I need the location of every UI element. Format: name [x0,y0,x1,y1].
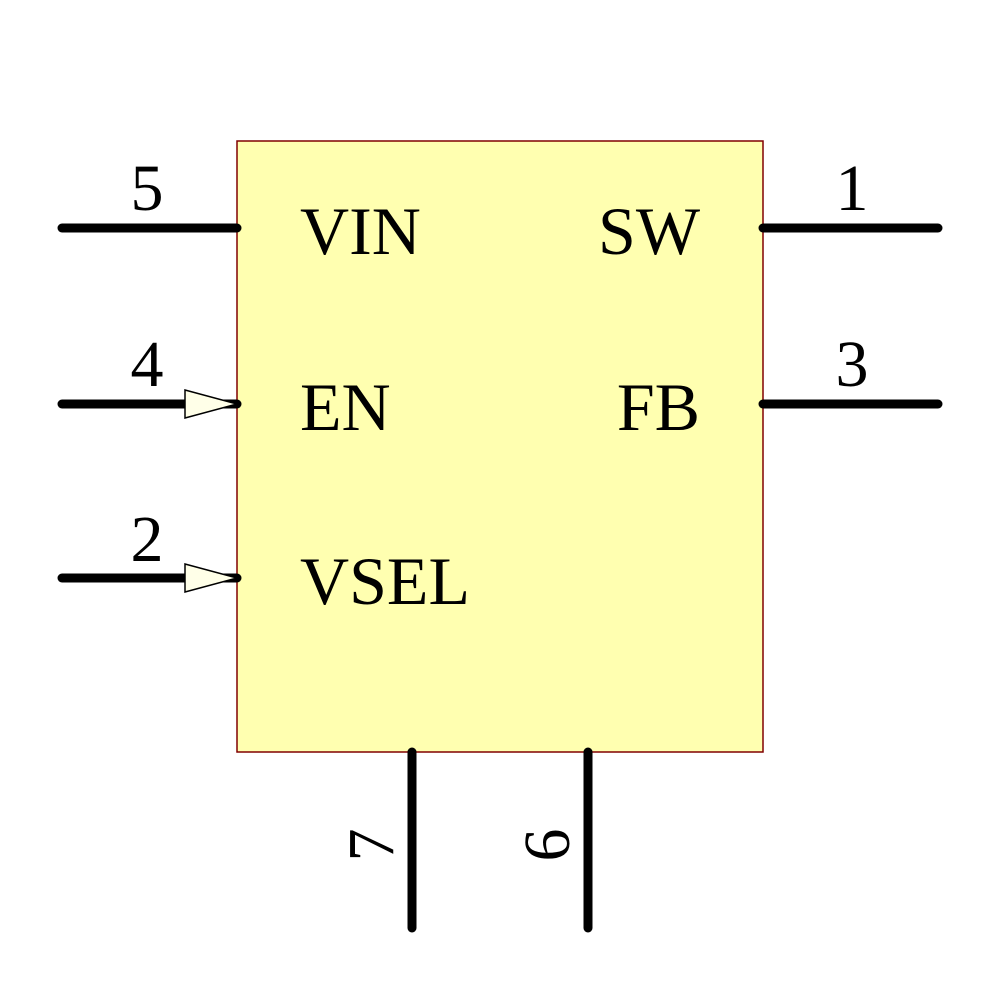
pin-name: SW [598,193,701,269]
pin-number: 5 [131,152,164,225]
pin-number: 6 [511,829,584,862]
input-arrow-icon [184,389,240,419]
pin-number: 3 [836,328,869,401]
input-arrow-icon [184,563,240,593]
pin-number: 2 [131,503,164,576]
pin-number: 4 [131,328,164,401]
pin-name: VIN [300,193,421,269]
pin-name: EN [300,369,391,445]
pin-name: FB [617,369,700,445]
pin-name: VSEL [300,543,470,619]
pin-number: 7 [335,829,408,862]
pin-number: 1 [836,152,869,225]
component-body [236,140,764,753]
